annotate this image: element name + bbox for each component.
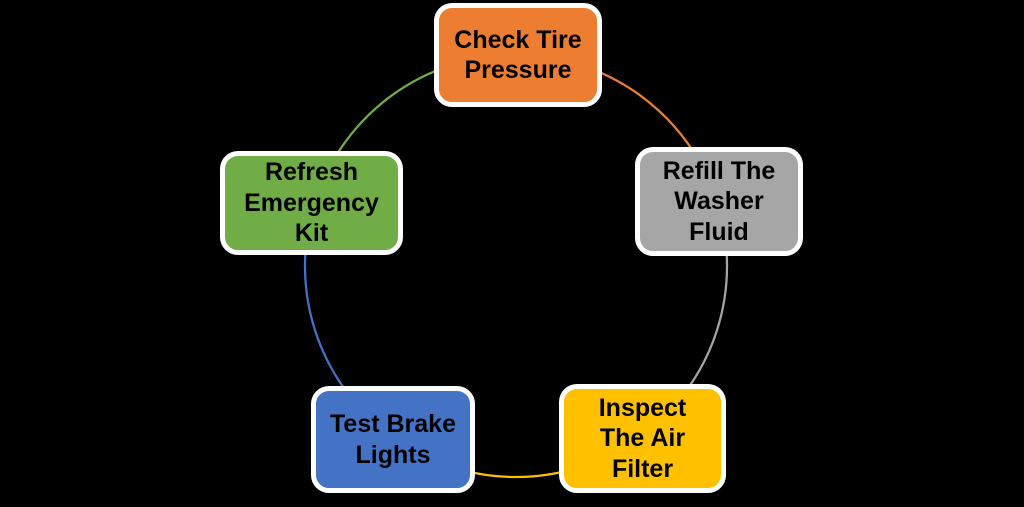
node-refill-the-washer-fluid: Refill The Washer Fluid <box>635 147 803 256</box>
node-test-brake-lights: Test Brake Lights <box>311 386 475 493</box>
node-refill-the-washer-fluid-label: Refill The Washer Fluid <box>662 156 776 246</box>
node-inspect-the-air-filter: Inspect The Air Filter <box>559 384 726 493</box>
node-check-tire-pressure-label: Check Tire Pressure <box>454 25 582 85</box>
node-test-brake-lights-label: Test Brake Lights <box>330 410 456 469</box>
node-check-tire-pressure: Check Tire Pressure <box>434 3 602 107</box>
node-refresh-emergency-kit: Refresh Emergency Kit <box>220 151 403 255</box>
node-inspect-the-air-filter-label: Inspect The Air Filter <box>598 393 687 483</box>
node-refresh-emergency-kit-label: Refresh Emergency Kit <box>244 158 379 248</box>
